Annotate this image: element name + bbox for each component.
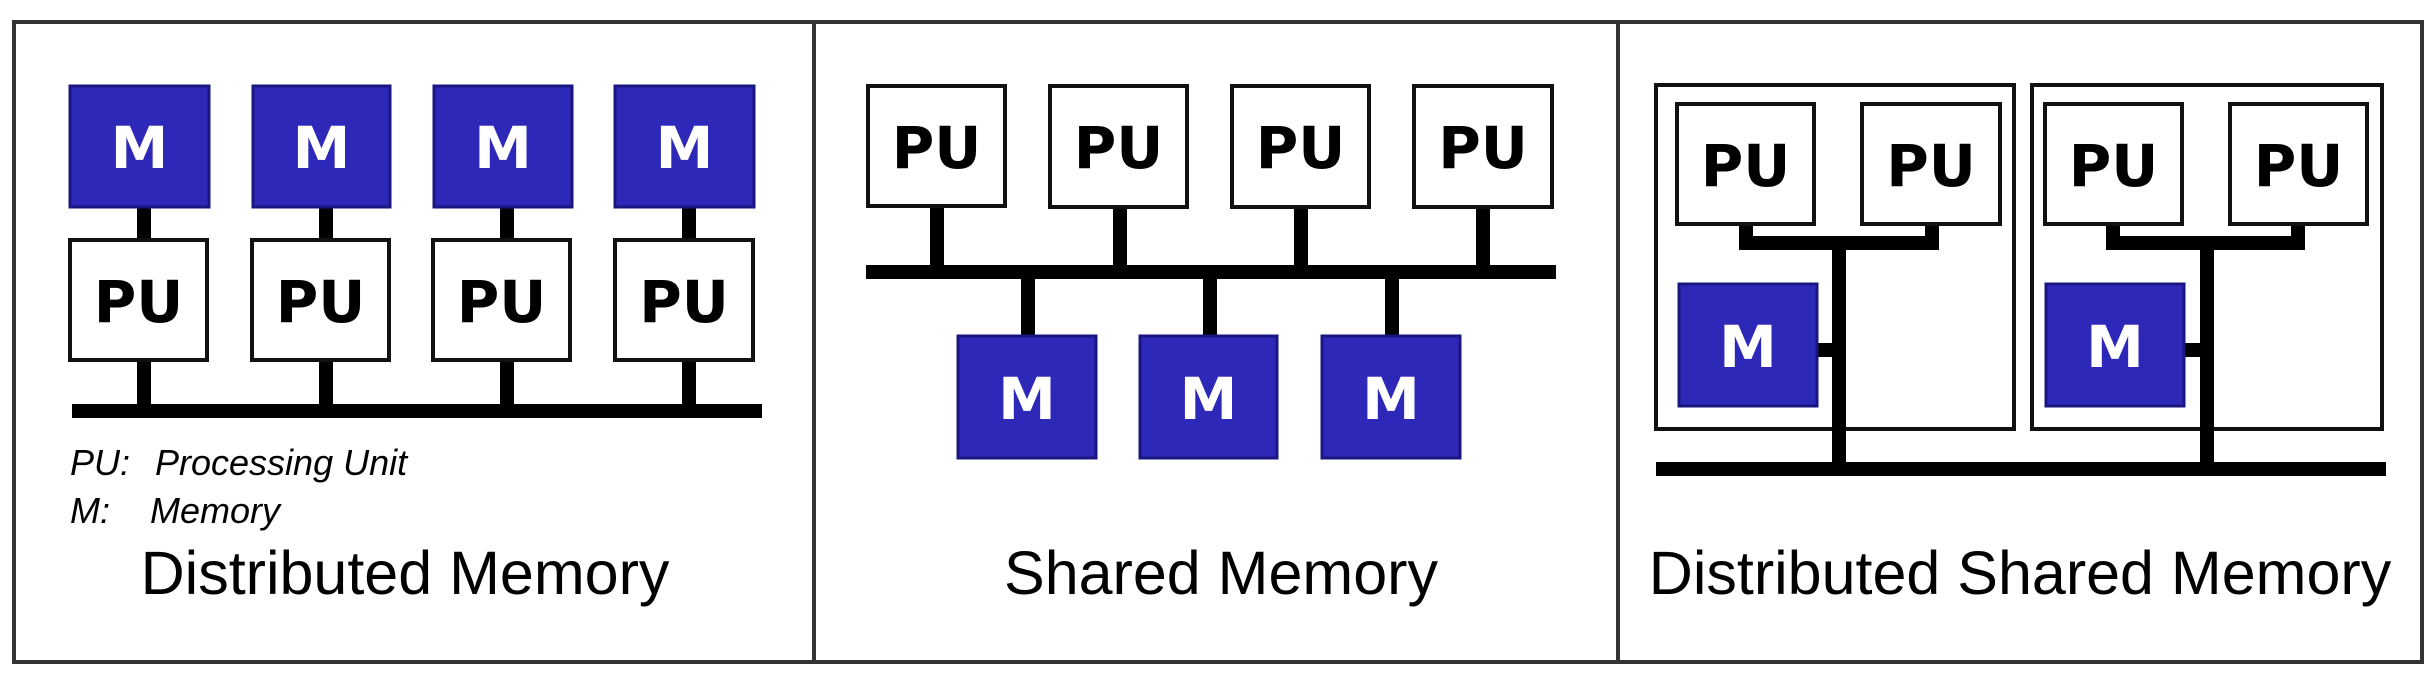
memory-box: M (1138, 334, 1279, 460)
legend-abbr-m: M: (70, 490, 110, 531)
pu-label: PU (639, 268, 729, 336)
pu-label: PU (1256, 114, 1346, 182)
pu-label: PU (94, 268, 184, 336)
processing-unit-box: PU (2043, 102, 2184, 226)
memory-label: M (998, 365, 1056, 433)
pu-label: PU (457, 268, 547, 336)
pu-label: PU (1074, 114, 1164, 182)
processing-unit-box: PU (250, 238, 391, 362)
processing-unit-box: PU (613, 238, 755, 362)
memory-label: M (1180, 365, 1238, 433)
legend: PU: Processing Unit M: Memory (70, 442, 409, 531)
memory-label: M (111, 114, 169, 182)
panel-distributed-shared-memory: PU PU M (1649, 83, 2392, 607)
memory-box: M (956, 334, 1098, 460)
node: M PU (68, 84, 211, 411)
panel-caption: Shared Memory (1004, 539, 1438, 607)
processing-unit-box: PU (866, 84, 1007, 208)
panel-caption: Distributed Shared Memory (1649, 539, 2392, 607)
pu-label: PU (2069, 132, 2159, 200)
memory-label: M (474, 114, 532, 182)
memory-box: M (1677, 282, 1819, 408)
panel-shared-memory: PU PU PU PU M M (866, 84, 1556, 607)
pu-label: PU (1886, 132, 1976, 200)
outer-frame (12, 20, 2424, 664)
memory-box: M (2044, 282, 2186, 408)
processing-unit-box: PU (1860, 102, 2002, 226)
processing-unit-box: PU (1230, 84, 1371, 209)
processing-unit-box: PU (1412, 84, 1554, 209)
legend-desc-m: Memory (150, 490, 282, 531)
memory-label: M (656, 114, 714, 182)
processing-unit-box: PU (68, 238, 209, 362)
memory-box: M (68, 84, 211, 209)
memory-box: M (251, 84, 392, 209)
memory-label: M (293, 114, 351, 182)
panel-distributed-memory: M PU M PU (68, 84, 762, 607)
pu-label: PU (892, 114, 982, 182)
legend-abbr-pu: PU: (70, 442, 130, 483)
pu-label: PU (1438, 114, 1528, 182)
panel-caption: Distributed Memory (141, 539, 670, 607)
memory-box: M (613, 84, 756, 209)
memory-box: M (1320, 334, 1462, 460)
memory-box: M (432, 84, 574, 209)
legend-desc-pu: Processing Unit (155, 442, 409, 483)
processing-unit-box: PU (2228, 102, 2369, 226)
pu-label: PU (1701, 132, 1791, 200)
node: M PU (431, 84, 574, 411)
node-group: PU PU M (1654, 83, 2016, 469)
processing-unit-box: PU (1675, 102, 1816, 226)
node-group: PU PU M (2030, 83, 2384, 469)
node: M PU (613, 84, 756, 411)
memory-label: M (1362, 365, 1420, 433)
processing-unit-box: PU (431, 238, 572, 362)
memory-label: M (2086, 313, 2144, 381)
pu-label: PU (276, 268, 366, 336)
processing-unit-box: PU (1048, 84, 1189, 209)
pu-label: PU (2254, 132, 2344, 200)
node: M PU (250, 84, 392, 411)
memory-label: M (1719, 313, 1777, 381)
